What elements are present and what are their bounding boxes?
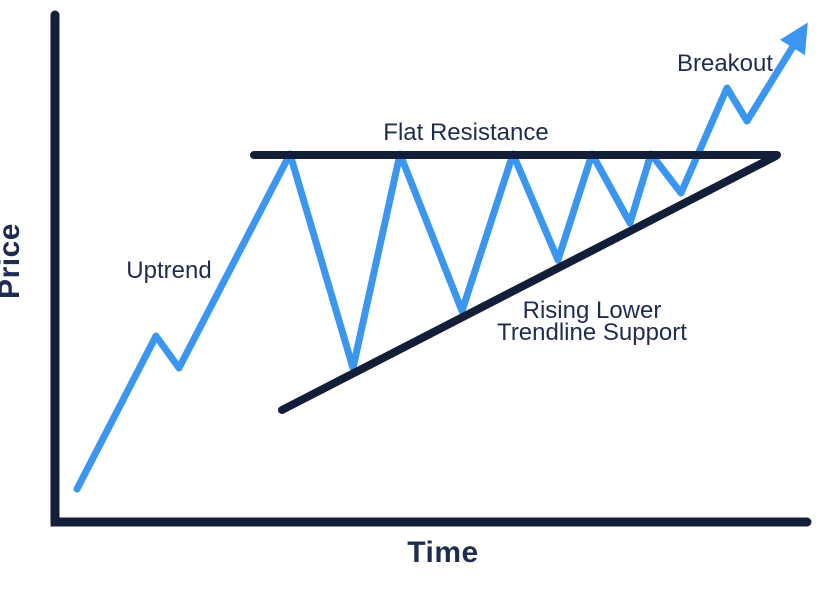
axes-line	[50, 10, 812, 527]
y-axis-label: Price	[0, 223, 26, 299]
uptrend-label: Uptrend	[126, 257, 211, 284]
support-label-line2: Trendline Support	[497, 319, 687, 346]
price-line	[73, 22, 808, 493]
breakout-label: Breakout	[677, 50, 773, 77]
flat-resistance-label: Flat Resistance	[383, 119, 548, 146]
support-label-line1: Rising Lower	[523, 297, 662, 324]
x-axis-label: Time	[407, 536, 478, 569]
rising-support-line	[278, 152, 780, 414]
